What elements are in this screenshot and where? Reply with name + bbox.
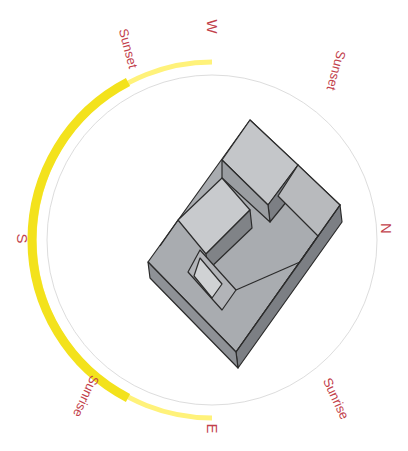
compass-letter: W [204,19,219,33]
sun-arc-peak [32,82,128,398]
compass-letter: N [379,223,394,234]
sunrise-label: Sunrise [71,373,101,418]
compass-letter: S [14,233,29,243]
compass-circle [47,75,377,405]
sunrise-label: Sunrise [321,375,351,420]
sunset-label: Sunset [324,49,347,91]
sunset-label: Sunset [116,27,139,69]
compass-letter: E [204,423,219,433]
building [148,120,342,368]
